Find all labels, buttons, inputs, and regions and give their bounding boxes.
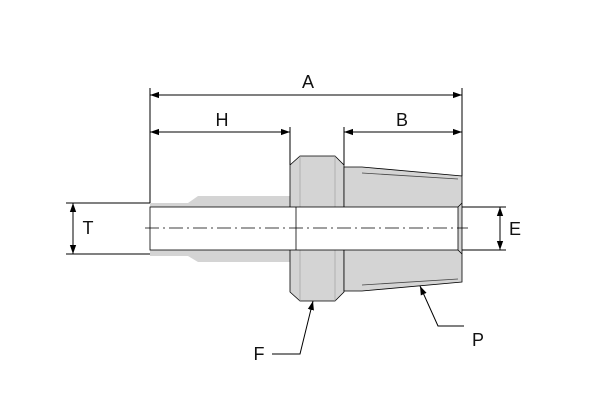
- dimension-e: E: [496, 207, 521, 250]
- dimension-t: T: [69, 203, 94, 254]
- bore: [149, 206, 459, 251]
- label-a: A: [302, 72, 314, 92]
- leader-p: P: [419, 285, 484, 350]
- dimension-a: A: [150, 72, 462, 99]
- fitting-body: [145, 155, 468, 302]
- dimension-b: B: [344, 110, 462, 136]
- dimension-h: H: [150, 110, 290, 136]
- leader-f: F: [254, 300, 314, 364]
- label-e: E: [509, 219, 521, 239]
- label-p: P: [472, 330, 484, 350]
- label-f: F: [254, 344, 265, 364]
- label-h: H: [216, 110, 229, 130]
- label-t: T: [83, 218, 94, 238]
- label-b: B: [396, 110, 408, 130]
